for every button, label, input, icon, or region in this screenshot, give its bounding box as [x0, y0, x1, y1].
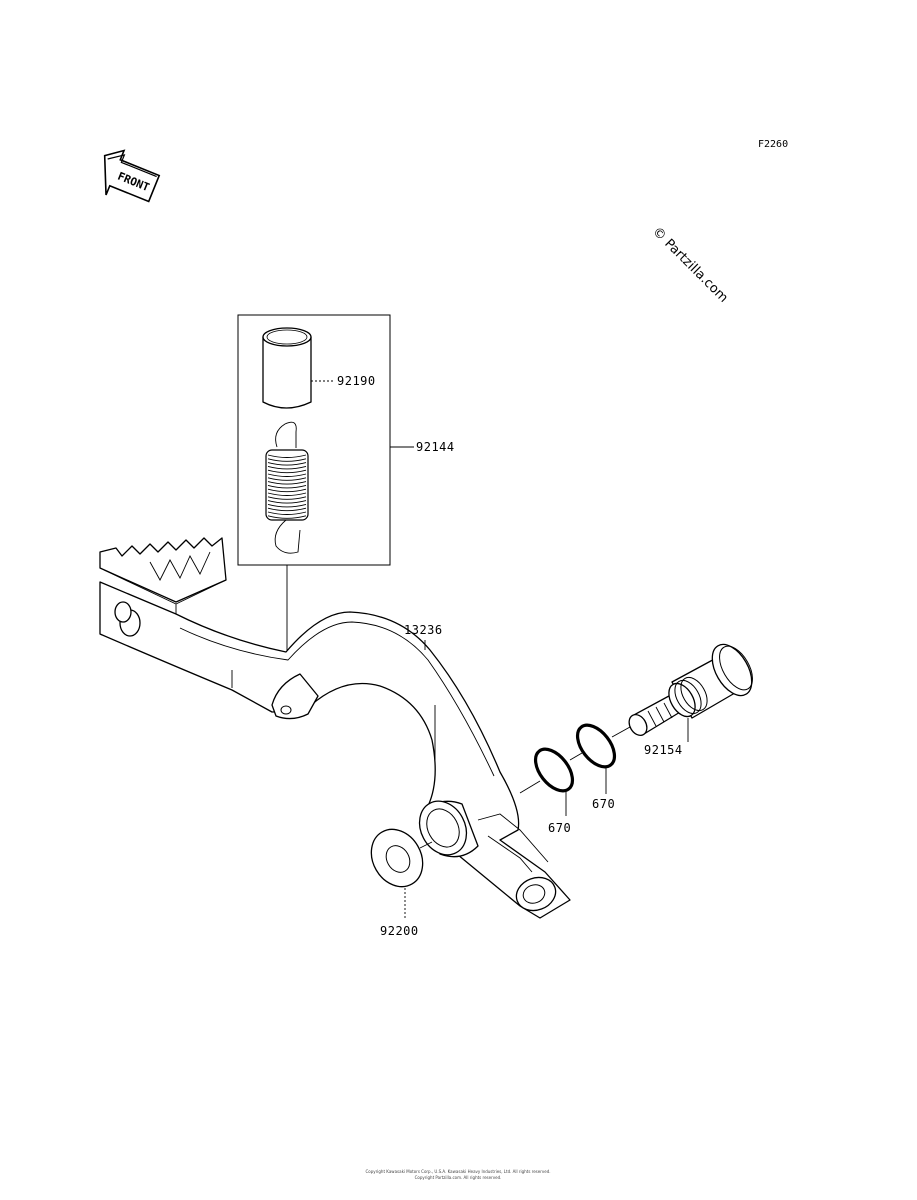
spring-coil	[267, 515, 307, 519]
spring-coil	[267, 454, 307, 458]
spring-coil	[267, 503, 307, 508]
spring-coil	[267, 492, 307, 496]
front-arrow-icon: FRONT	[103, 149, 161, 203]
spring-coil	[267, 511, 307, 515]
label-92154: 92154	[644, 743, 683, 757]
pivot-shaft-92154	[628, 643, 753, 742]
spring-coil	[267, 462, 307, 466]
diagram-code: F2260	[758, 139, 788, 150]
watermark: © Partzilla.com	[649, 224, 731, 306]
washer-92200	[370, 828, 433, 918]
spring-coil	[267, 481, 307, 485]
spring-coil	[267, 477, 307, 481]
spring-coil	[267, 469, 307, 474]
spring-92144	[265, 421, 309, 554]
spring-coil	[267, 496, 307, 500]
spring-coil	[267, 500, 307, 504]
spring-coil	[267, 507, 307, 512]
label-92200: 92200	[380, 924, 419, 938]
spring-coil	[267, 458, 307, 462]
label-92190: 92190	[337, 374, 376, 388]
sleeve-92190	[262, 327, 334, 409]
o-ring-670a	[533, 747, 575, 816]
label-670b: 670	[592, 797, 615, 811]
copyright-line-1: Copyright Kawasaki Motors Corp., U.S.A. …	[365, 1169, 550, 1174]
spring-coil	[267, 484, 307, 489]
label-670a: 670	[548, 821, 571, 835]
copyright-line-2: Copyright Partzilla.com. All rights rese…	[415, 1175, 502, 1180]
spring-coil	[267, 473, 307, 477]
brake-pedal-13236	[99, 537, 571, 919]
spring-coil	[267, 488, 307, 493]
spring-coil	[267, 465, 307, 470]
label-92144: 92144	[416, 440, 455, 454]
label-13236: 13236	[404, 623, 443, 637]
o-ring-670b	[575, 723, 617, 794]
